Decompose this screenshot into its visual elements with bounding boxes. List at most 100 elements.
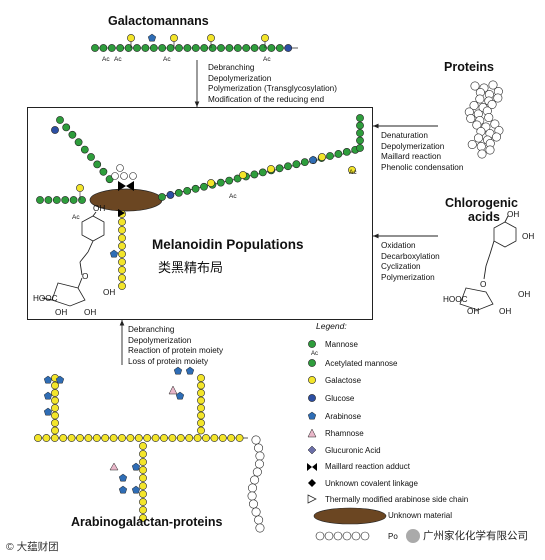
legend-label-covalent: Unknown covalent linkage — [325, 479, 418, 488]
galactose-unit — [197, 374, 205, 382]
galactose-unit — [197, 381, 205, 390]
white-unit — [116, 164, 124, 172]
arrow-head — [194, 101, 200, 107]
legend-label-acetylated-mannose: Acetylated mannose — [325, 359, 398, 368]
white-unit — [487, 100, 497, 110]
legend-glucose-icon — [308, 394, 316, 402]
white-unit — [467, 140, 477, 150]
bond-line — [79, 251, 89, 263]
white-unit — [492, 132, 502, 142]
galactomannan-processes: Debranching Depolymerization Polymerizat… — [208, 63, 337, 105]
chem-oh-label: OH — [522, 232, 535, 241]
arabinose-unit — [147, 33, 157, 42]
galactose-unit — [76, 434, 84, 442]
legend-acetylated-mannose-icon — [308, 359, 316, 367]
mannose-unit — [250, 170, 259, 179]
glucose-unit — [166, 191, 175, 199]
legend-label-arabinose: Arabinose — [325, 412, 362, 421]
galactose-unit — [160, 434, 168, 442]
arabinose-unit — [118, 485, 128, 494]
white-unit — [250, 475, 260, 485]
galactose-unit — [348, 166, 356, 174]
process-item: Depolymerization — [128, 335, 192, 345]
arabinose-unit — [185, 366, 195, 375]
legend: Legend: Mannose Ac Acetylated mannose Ga… — [300, 321, 545, 560]
white-unit — [254, 443, 264, 453]
melanoidin-panel — [27, 107, 373, 320]
process-item: Depolymerization — [208, 73, 272, 83]
mannose-unit — [275, 44, 284, 52]
white-unit — [315, 531, 325, 541]
white-unit — [351, 531, 361, 541]
mannose-unit — [334, 150, 343, 158]
galactose-unit — [51, 389, 59, 397]
white-unit — [475, 94, 485, 104]
chem-oh-label: OH — [467, 307, 480, 316]
chem-oh-label: OH — [507, 210, 520, 219]
mannose-unit — [356, 114, 364, 122]
white-unit — [476, 142, 486, 152]
arabinose-unit — [43, 375, 53, 384]
galactose-unit — [139, 474, 147, 482]
mannose-unit — [300, 158, 309, 167]
mannose-unit — [87, 153, 95, 161]
maillard-adduct-icon — [126, 181, 134, 191]
galactose-unit — [118, 234, 126, 242]
process-item: Phenolic condensation — [381, 162, 464, 172]
chem-hooc-label: HOOC — [33, 294, 58, 303]
galactose-unit — [207, 34, 215, 42]
agp-title: Arabinogalactan-proteins — [71, 515, 223, 529]
mannose-unit — [56, 116, 64, 124]
mannose-unit — [200, 44, 209, 52]
arrow-head — [373, 123, 379, 129]
acids-title: acids — [468, 210, 500, 224]
mannose-unit — [225, 44, 234, 52]
legend-label-thermal: Thermally modified arabinose side chain — [325, 495, 469, 504]
galactose-unit — [92, 434, 101, 442]
legend-title: Legend: — [316, 321, 347, 331]
galactose-unit — [134, 434, 143, 442]
mannose-unit — [259, 44, 267, 52]
bond-line — [504, 215, 509, 223]
mannose-unit — [200, 182, 208, 191]
white-unit — [324, 531, 334, 541]
chem-oh-label: OH — [93, 204, 106, 213]
white-unit — [490, 119, 500, 129]
arabinose-unit — [173, 366, 183, 375]
mannose-unit — [99, 167, 108, 176]
mannose-unit — [233, 174, 242, 183]
chlorogenic-title: Chlorogenic — [445, 196, 518, 210]
process-item: Debranching — [208, 63, 255, 72]
galactose-unit — [139, 482, 147, 490]
bond-line — [77, 277, 83, 289]
legend-acetyl-tag: Ac — [311, 351, 319, 357]
glucose-unit — [51, 126, 59, 134]
galactose-unit — [197, 411, 205, 420]
galactose-unit — [118, 434, 126, 442]
mannose-unit — [284, 162, 292, 171]
mannose-unit — [149, 44, 158, 52]
galactose-unit — [227, 434, 236, 442]
galactose-unit — [235, 434, 244, 442]
arabinose-unit — [175, 391, 185, 400]
galactose-unit — [118, 258, 126, 266]
white-unit — [466, 114, 476, 124]
legend-glucuronic-acid-icon — [307, 445, 317, 455]
legend-maillard-icon — [312, 463, 317, 471]
white-unit — [129, 172, 137, 180]
legend-galactose-icon — [308, 376, 316, 384]
mannose-unit — [175, 44, 183, 52]
mannose-unit — [208, 44, 217, 52]
arabinose-unit — [55, 375, 65, 384]
chem-o-label: O — [480, 280, 487, 289]
process-item: Decarboxylation — [381, 251, 440, 261]
chem-hooc-label: HOOC — [443, 295, 468, 304]
rhamnose-unit — [168, 385, 178, 395]
protein-processes: Denaturation Depolymerization Maillard r… — [381, 131, 463, 173]
white-unit — [251, 507, 261, 517]
white-unit — [247, 491, 257, 501]
galactose-unit — [193, 434, 202, 442]
bond-line — [41, 297, 53, 301]
mannose-unit — [166, 44, 175, 52]
